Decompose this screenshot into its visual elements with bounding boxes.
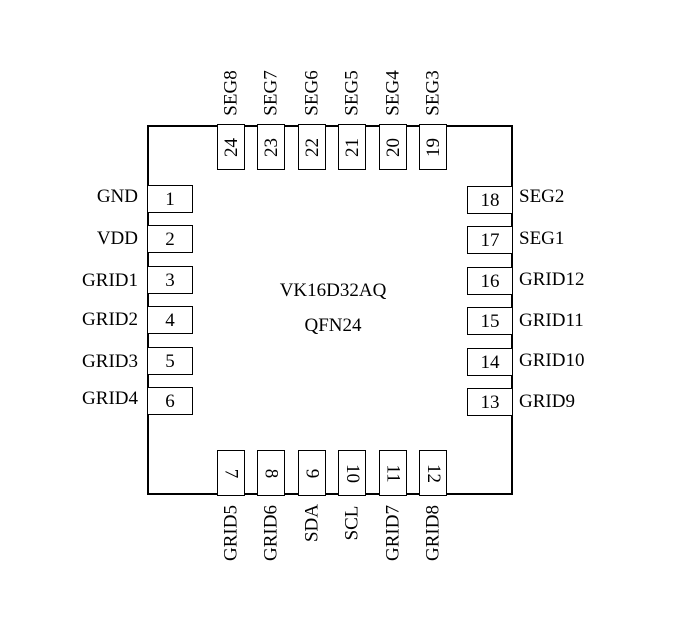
pin-22-pad: 22 [298, 124, 326, 170]
pin-2-pad: 2 [147, 225, 193, 253]
pin-6-pad: 6 [147, 387, 193, 415]
chip-body [147, 125, 513, 495]
pin-10-pad: 10 [338, 450, 366, 496]
pin-6-label: GRID4 [82, 388, 138, 409]
pin-17-pad: 17 [467, 226, 513, 254]
pin-23-pad: 23 [257, 124, 285, 170]
pin-20-label: SEG4 [382, 70, 404, 116]
pin-24-label: SEG8 [220, 70, 242, 116]
pin-5-label: GRID3 [82, 351, 138, 372]
pin-15-label: GRID11 [519, 310, 584, 331]
pin-22-label: SEG6 [301, 70, 323, 116]
pin-3-label: GRID1 [82, 270, 138, 291]
pin-10-number: 10 [341, 463, 363, 483]
pin-13-pad: 13 [467, 388, 513, 416]
pin-7-label: GRID5 [220, 505, 242, 561]
chip-part-number: VK16D32AQ [279, 280, 387, 301]
pin-2-label: VDD [96, 228, 138, 249]
pin-10-label: SCL [341, 505, 363, 541]
pin-22-number: 22 [301, 137, 323, 157]
pin-15-pad: 15 [467, 307, 513, 335]
pin-14-label: GRID10 [519, 350, 585, 371]
pin-13-label: GRID9 [519, 391, 575, 412]
pin-20-pad: 20 [379, 124, 407, 170]
pin-11-pad: 11 [379, 450, 407, 496]
pin-16-pad: 16 [467, 267, 513, 295]
pin-12-label: GRID8 [422, 505, 444, 561]
pin-12-number: 12 [422, 463, 444, 483]
chip-package: QFN24 [304, 315, 362, 336]
pin-9-pad: 9 [298, 450, 326, 496]
pin-4-pad: 4 [147, 306, 193, 334]
pin-18-label: SEG2 [519, 186, 565, 207]
pin-24-number: 24 [220, 137, 242, 157]
pin-19-number: 19 [422, 137, 444, 157]
pin-8-number: 8 [260, 468, 282, 478]
pin-23-label: SEG7 [260, 70, 282, 116]
pin-4-label: GRID2 [82, 309, 138, 330]
pin-19-label: SEG3 [422, 70, 444, 116]
pin-24-pad: 24 [217, 124, 245, 170]
pin-20-number: 20 [382, 137, 404, 157]
pin-21-number: 21 [341, 137, 363, 157]
pin-9-number: 9 [301, 468, 323, 478]
pin-12-pad: 12 [419, 450, 447, 496]
pin-7-pad: 7 [217, 450, 245, 496]
pin-14-pad: 14 [467, 348, 513, 376]
pin-11-label: GRID7 [382, 505, 404, 561]
pin-8-pad: 8 [257, 450, 285, 496]
pin-11-number: 11 [382, 463, 404, 483]
pin-23-number: 23 [260, 137, 282, 157]
pin-3-pad: 3 [147, 266, 193, 294]
pin-16-label: GRID12 [519, 269, 585, 290]
pin-17-label: SEG1 [519, 228, 565, 249]
pin-21-label: SEG5 [341, 70, 363, 116]
pin-7-number: 7 [220, 468, 242, 478]
pin-1-pad: 1 [147, 185, 193, 213]
pin-1-label: GND [96, 186, 138, 207]
pin-21-pad: 21 [338, 124, 366, 170]
pin-19-pad: 19 [419, 124, 447, 170]
pin-18-pad: 18 [467, 186, 513, 214]
pin-5-pad: 5 [147, 347, 193, 375]
pin-9-label: SDA [301, 503, 323, 543]
pin-8-label: GRID6 [260, 505, 282, 561]
